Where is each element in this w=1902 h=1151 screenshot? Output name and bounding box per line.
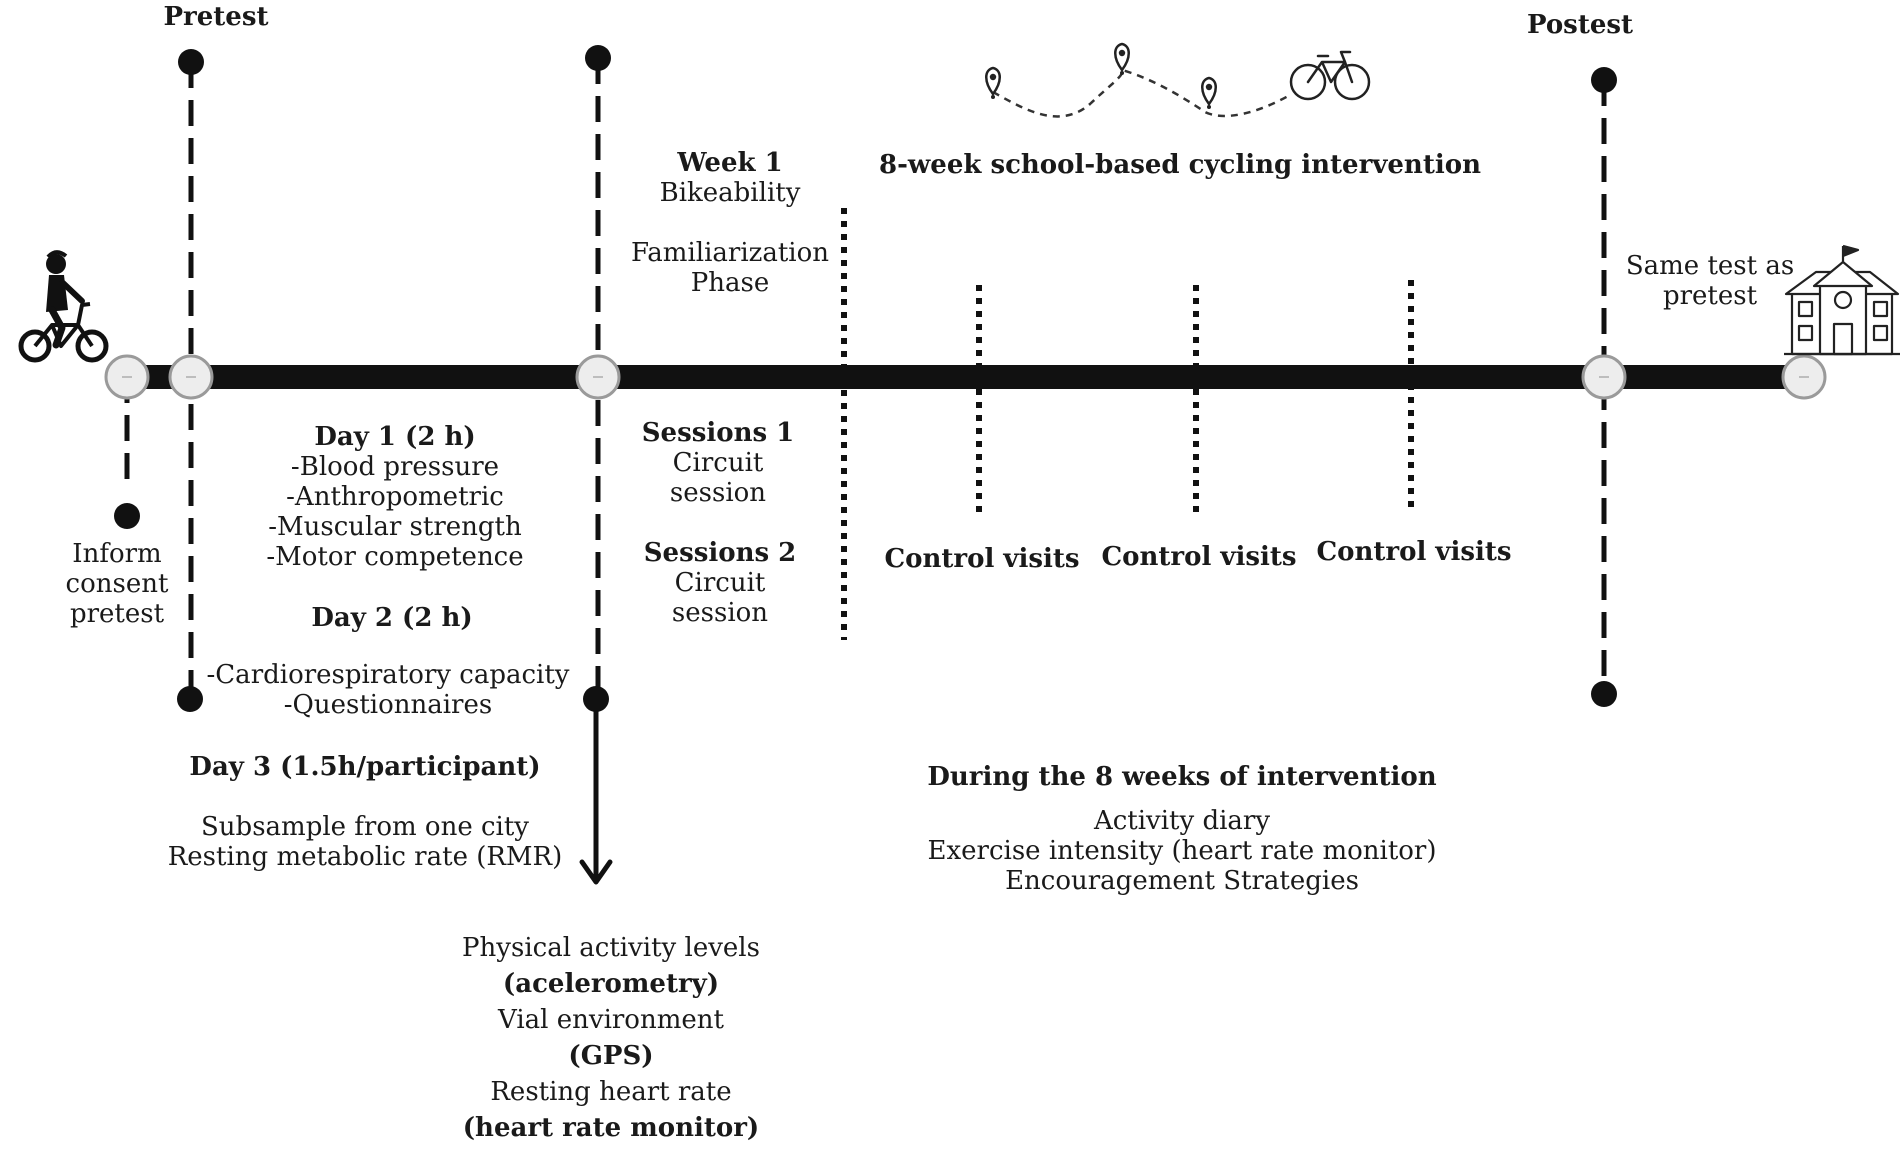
map-pin-icon xyxy=(1114,42,1130,75)
pretest-top-dot xyxy=(178,49,204,75)
day1-title: Day 1 (2 h) xyxy=(314,422,476,452)
postest-top-dot xyxy=(1591,67,1617,93)
map-pin-icon xyxy=(1201,76,1217,109)
session2-line-1: Circuit xyxy=(674,568,766,598)
postest-label: Postest xyxy=(1526,10,1634,40)
day1-item: -Blood pressure xyxy=(290,452,500,482)
day3-item: Subsample from one city xyxy=(201,812,529,842)
session2-title: Sessions 2 xyxy=(643,538,797,568)
physical-activity-block: Physical activity levels (acelerometry) … xyxy=(462,930,760,1146)
pa-line-1: Physical activity levels xyxy=(462,933,760,963)
pretest-bottom-dot xyxy=(177,686,203,712)
week1-arrow-head xyxy=(579,859,613,885)
pa-line-2: (acelerometry) xyxy=(502,969,720,999)
school-building-icon xyxy=(1784,244,1900,356)
session1-line-2: session xyxy=(669,478,767,508)
session2-line-2: session xyxy=(671,598,769,628)
day2-title: Day 2 (2 h) xyxy=(311,603,473,633)
day1-item: -Muscular strength xyxy=(268,512,522,542)
session1-line-1: Circuit xyxy=(672,448,764,478)
control-visits-label-2: Control visits xyxy=(1101,542,1297,572)
during-title: During the 8 weeks of intervention xyxy=(927,762,1437,792)
pa-line-3: Vial environment xyxy=(498,1005,724,1035)
day2-items: -Cardiorespiratory capacity -Questionnai… xyxy=(207,660,570,720)
session1-block: Sessions 1 Circuit session xyxy=(642,418,795,508)
inform-line-3: pretest xyxy=(69,599,165,629)
same-test-line-1: Same test as xyxy=(1625,251,1795,281)
pa-line-5: Resting heart rate xyxy=(490,1077,732,1107)
day3-items: Subsample from one city Resting metaboli… xyxy=(168,812,563,872)
control-visits-label-3: Control visits xyxy=(1316,537,1512,567)
week1-top-dot xyxy=(585,45,611,71)
familiarization-block: Familiarization Phase xyxy=(631,238,829,298)
bicycle-icon xyxy=(1289,50,1371,101)
control-visits-label-1: Control visits xyxy=(884,544,1080,574)
week1-subtitle: Bikeability xyxy=(659,178,801,208)
same-test-line-2: pretest xyxy=(1662,281,1758,311)
day2-item: -Questionnaires xyxy=(283,690,493,720)
pretest-label: Pretest xyxy=(163,2,269,32)
day2-item: -Cardiorespiratory capacity xyxy=(206,660,570,690)
during-item: Exercise intensity (heart rate monitor) xyxy=(927,836,1437,866)
inform-consent-dot xyxy=(114,503,140,529)
day3-item: Resting metabolic rate (RMR) xyxy=(167,842,563,872)
map-pin-icon xyxy=(985,66,1001,99)
during-item: Activity diary xyxy=(1093,806,1271,836)
during-items: Activity diary Exercise intensity (heart… xyxy=(927,806,1436,896)
same-test-block: Same test as pretest xyxy=(1626,251,1794,311)
familiarization-line-2: Phase xyxy=(690,268,770,298)
day1-item: -Anthropometric xyxy=(286,482,504,512)
cyclist-child-icon xyxy=(18,250,109,363)
pa-line-6: (heart rate monitor) xyxy=(462,1113,760,1143)
inform-consent-block: Inform consent pretest xyxy=(66,539,169,629)
week1-block: Week 1 Bikeability xyxy=(660,148,801,208)
during-item: Encouragement Strategies xyxy=(1005,866,1359,896)
week1-title: Week 1 xyxy=(677,148,783,178)
route-dashed-path xyxy=(992,67,1291,118)
day3-title: Day 3 (1.5h/participant) xyxy=(189,752,541,782)
familiarization-line-1: Familiarization xyxy=(631,238,829,268)
postest-bottom-dot xyxy=(1591,681,1617,707)
day1-block: Day 1 (2 h) -Blood pressure -Anthropomet… xyxy=(266,422,523,572)
session2-block: Sessions 2 Circuit session xyxy=(644,538,797,628)
day1-item: -Motor competence xyxy=(266,542,524,572)
pa-line-4: (GPS) xyxy=(568,1041,654,1071)
inform-line-1: Inform xyxy=(72,539,162,569)
intervention-title: 8-week school-based cycling intervention xyxy=(879,150,1481,180)
session1-title: Sessions 1 xyxy=(641,418,795,448)
inform-line-2: consent xyxy=(65,569,169,599)
